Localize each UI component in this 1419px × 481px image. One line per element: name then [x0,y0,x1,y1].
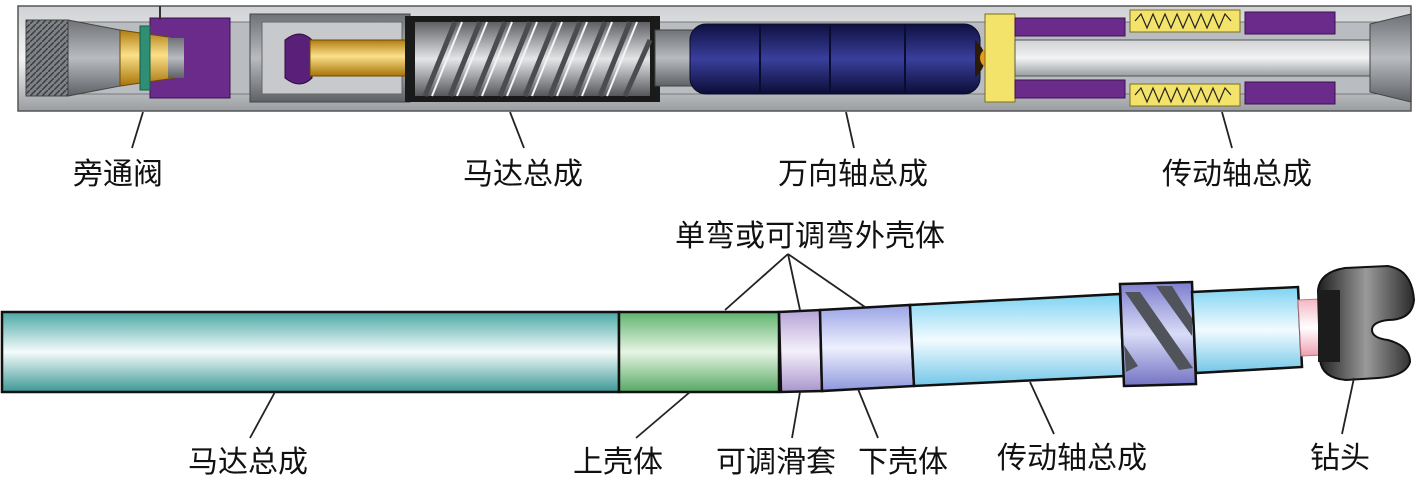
stabilizer-blade-a [1125,292,1193,370]
stabilizer-blade-c [1124,345,1138,372]
label-drill-bit: 钻头 [1310,441,1370,476]
label-bottom-drive-shaft-assembly: 传动轴总成 [997,441,1147,476]
leader-universal-shaft [845,111,855,149]
label-bottom-motor-assembly: 马达总成 [188,445,308,480]
stabilizer-blade-b [1156,286,1192,336]
upper-housing-segment [617,310,781,394]
leader-upper-housing [635,391,691,439]
leader-drill-bit [1341,377,1355,435]
bit-sub-segment [1190,285,1304,375]
motor-assembly-segment [0,310,621,394]
drive-shaft-segment [908,292,1126,388]
leader-bent-housing-left [724,253,789,311]
label-top-drive-shaft-assembly: 传动轴总成 [1162,157,1312,192]
bypass-valve-part [119,6,231,99]
label-adjustable-sleeve: 可调滑套 [716,445,836,480]
label-bent-housing: 单弯或可调弯外壳体 [675,219,945,254]
label-top-motor-assembly: 马达总成 [463,157,583,192]
drill-bit-shank [1318,290,1340,362]
rotor-head [284,33,313,85]
leader-bent-housing-mid [787,253,801,311]
adjustable-sleeve-segment [777,308,824,394]
leader-bottom-motor [249,391,276,439]
leader-bypass-valve [131,111,144,149]
left-thread [25,19,69,97]
leader-bent-housing-right [787,253,866,308]
leader-bottom-drive-shaft [1029,381,1055,435]
leader-adjustable-sleeve [791,391,801,439]
leader-top-drive-shaft [1221,111,1233,149]
universal-shaft-part [689,23,1000,95]
label-universal-shaft-assembly: 万向轴总成 [778,157,928,192]
leader-lower-housing [857,388,879,439]
helical-rotor [405,16,660,102]
label-bypass-valve: 旁通阀 [73,157,163,192]
label-upper-housing: 上壳体 [573,445,663,480]
cutaway-view [17,5,1412,112]
leader-top-motor [509,111,525,149]
drive-shaft-part [984,9,1371,107]
label-lower-housing: 下壳体 [858,445,948,480]
left-sub [67,19,121,97]
lower-housing-segment [818,303,916,393]
right-pin-end [1369,13,1412,103]
drill-bit-shape [1316,264,1416,382]
bent-assembly [0,264,1416,394]
